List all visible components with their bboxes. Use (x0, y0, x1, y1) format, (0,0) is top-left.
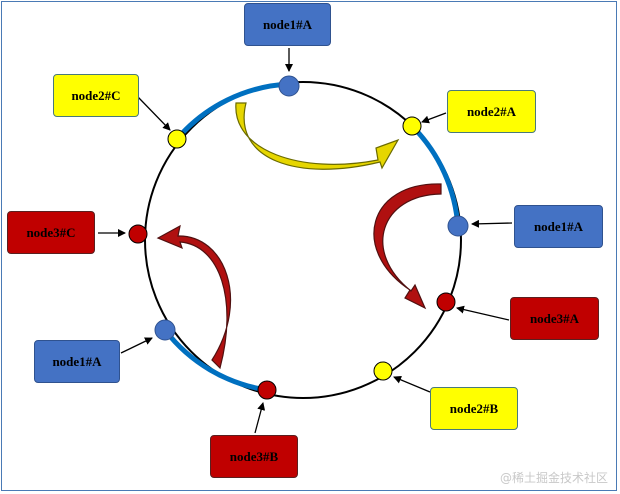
connector-bottom-red (254, 402, 266, 434)
connector-right-red (456, 305, 510, 321)
ring-node-red-right (436, 292, 456, 312)
connector-bottom-left-blue (120, 337, 153, 354)
ring-node-red-left (128, 224, 148, 244)
connector-right-blue (471, 219, 513, 228)
ring-node-red-bottom (257, 380, 277, 400)
label-bottom-left-blue: node1#A (34, 340, 120, 383)
ring-segment-right (409, 123, 461, 231)
connector-top-right-yellow (421, 112, 447, 124)
migration-arrow-yellow (235, 102, 400, 170)
connector-bottom-right-yellow (393, 376, 431, 393)
label-left-red: node3#C (7, 211, 95, 254)
label-bottom-red: node3#B (210, 435, 298, 478)
label-top-left-yellow: node2#C (53, 74, 139, 117)
label-right-blue: node1#A (514, 205, 603, 248)
ring-node-yellow-top-right (402, 116, 422, 136)
migration-arrow-red-right (373, 183, 442, 310)
migration-arrow-red-left (156, 224, 232, 370)
watermark-text: @稀土掘金技术社区 (499, 471, 608, 485)
ring-segment-bottom-left (162, 327, 270, 393)
connector-top-left-yellow (137, 96, 171, 131)
label-top-right-yellow: node2#A (447, 90, 536, 133)
label-right-red: node3#A (510, 297, 599, 340)
ring-node-yellow-bottom-right (373, 361, 393, 381)
ring-node-yellow-top-left (167, 129, 187, 149)
ring-segment-top (174, 81, 292, 142)
ring-node-blue-bottom-left (154, 319, 176, 341)
ring-node-blue-top (278, 75, 300, 97)
ring-node-blue-right (447, 215, 469, 237)
label-bottom-right-yellow: node2#B (430, 387, 518, 430)
label-top-blue: node1#A (244, 3, 331, 46)
